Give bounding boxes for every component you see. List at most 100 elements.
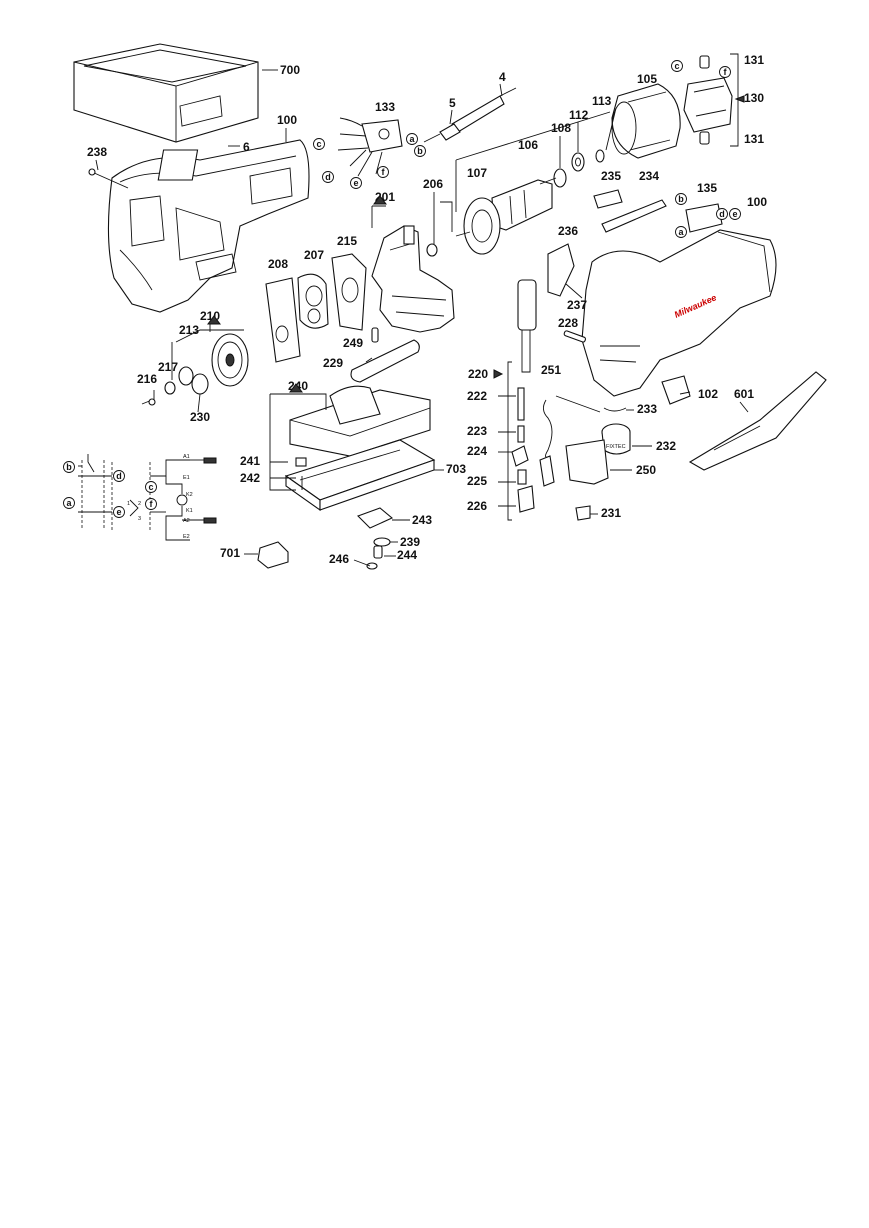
part-label: 601 (734, 387, 754, 401)
part-label: 251 (541, 363, 561, 377)
connector-letter: f (724, 67, 728, 77)
connector-letter: c (316, 139, 321, 149)
collar-text: FIXTEC (606, 444, 626, 450)
part-label: 108 (551, 121, 571, 135)
stator-105 (611, 83, 681, 159)
part-label: 206 (423, 177, 443, 191)
part-label: 229 (323, 356, 343, 370)
part-label: 100 (747, 195, 767, 209)
connector-letter: c (674, 61, 679, 71)
screw-238 (88, 168, 129, 189)
spring-233 (603, 407, 627, 412)
pin-228 (563, 330, 587, 343)
guard-250 (565, 439, 609, 485)
part-label: 220 (468, 367, 488, 381)
part-label: 242 (240, 471, 260, 485)
spring-251 (543, 395, 601, 458)
gear-housing-201 (371, 225, 455, 333)
part-label: 232 (656, 439, 676, 453)
armature-107 (455, 177, 557, 255)
connector-letter: f (382, 167, 386, 177)
shoe-assembly (284, 385, 436, 512)
part-label: 102 (698, 387, 718, 401)
gasket-207 (297, 273, 329, 329)
part-label: 238 (87, 145, 107, 159)
slider-235 (593, 189, 623, 209)
part-label: 249 (343, 336, 363, 350)
part-label: 217 (158, 360, 178, 374)
part-label: 5 (449, 96, 456, 110)
pin-237 (565, 283, 583, 299)
gear-210 (141, 333, 249, 406)
plate-208 (265, 277, 301, 363)
connector-letter: b (417, 146, 423, 156)
part-label: 223 (467, 424, 487, 438)
rod-234 (601, 199, 667, 233)
part-label: 237 (567, 298, 587, 312)
connector-letter: c (148, 482, 153, 492)
part-label: 107 (467, 166, 487, 180)
connector-letter: a (409, 134, 415, 144)
terminal-a2: A2 (183, 518, 190, 524)
leader-lines (95, 69, 749, 567)
connector-letter: e (353, 178, 358, 188)
part-label: 224 (467, 444, 487, 458)
terminal-k2: K2 (186, 492, 193, 498)
part-label: 243 (412, 513, 432, 527)
part-label: 131 (744, 53, 764, 67)
collar-232: FIXTEC (601, 423, 631, 455)
pin-2: 2 (138, 501, 141, 507)
part-label: 216 (137, 372, 157, 386)
part-label: 208 (268, 257, 288, 271)
terminal-a1: A1 (183, 454, 190, 460)
part-label: 244 (397, 548, 417, 562)
assembly-markers (207, 95, 745, 393)
part-label: 703 (446, 462, 466, 476)
part-label: 701 (220, 546, 240, 560)
part-label: 130 (744, 91, 764, 105)
part-label: 112 (569, 108, 589, 122)
connector-callouts: a b c d e f c f d e b a c f b d a e c f (63, 60, 741, 518)
part-label: 241 (240, 454, 260, 468)
part-label: 6 (243, 140, 250, 154)
part-label: 234 (639, 169, 659, 183)
connector-letter: f (150, 499, 154, 509)
washer-206 (426, 243, 438, 257)
blade-clip-701 (257, 541, 289, 569)
rating-label (157, 149, 199, 181)
carry-case (73, 43, 259, 143)
connector-letter: d (116, 471, 122, 481)
part-label: 231 (601, 506, 621, 520)
terminal-e1: E1 (183, 475, 190, 481)
part-label: 236 (558, 224, 578, 238)
assembled-jigsaw-body: Milwaukee (581, 229, 777, 397)
power-cord (423, 87, 517, 143)
terminal-k1: K1 (186, 508, 193, 514)
link-236 (547, 243, 575, 297)
switch-133 (337, 117, 403, 177)
dust-nozzle-601 (688, 371, 827, 471)
part-label: 239 (400, 535, 420, 549)
part-label: 133 (375, 100, 395, 114)
clamp-243 (357, 507, 394, 529)
connector-letter: b (66, 462, 72, 472)
lever-229 (350, 339, 420, 383)
part-label: 250 (636, 463, 656, 477)
plate-215 (331, 253, 367, 331)
connector-letter: d (719, 209, 725, 219)
part-label: 207 (304, 248, 324, 262)
part-label: 233 (637, 402, 657, 416)
part-label: 100 (277, 113, 297, 127)
pin-3: 3 (138, 516, 141, 522)
part-label: 213 (179, 323, 199, 337)
part-label: 113 (592, 94, 612, 108)
connector-letter: a (678, 227, 684, 237)
connector-letter: a (66, 498, 72, 508)
part-label: 215 (337, 234, 357, 248)
pin-249 (371, 327, 379, 343)
part-label: 106 (518, 138, 538, 152)
part-label: 700 (280, 63, 300, 77)
part-label: 246 (329, 552, 349, 566)
part-label: 131 (744, 132, 764, 146)
